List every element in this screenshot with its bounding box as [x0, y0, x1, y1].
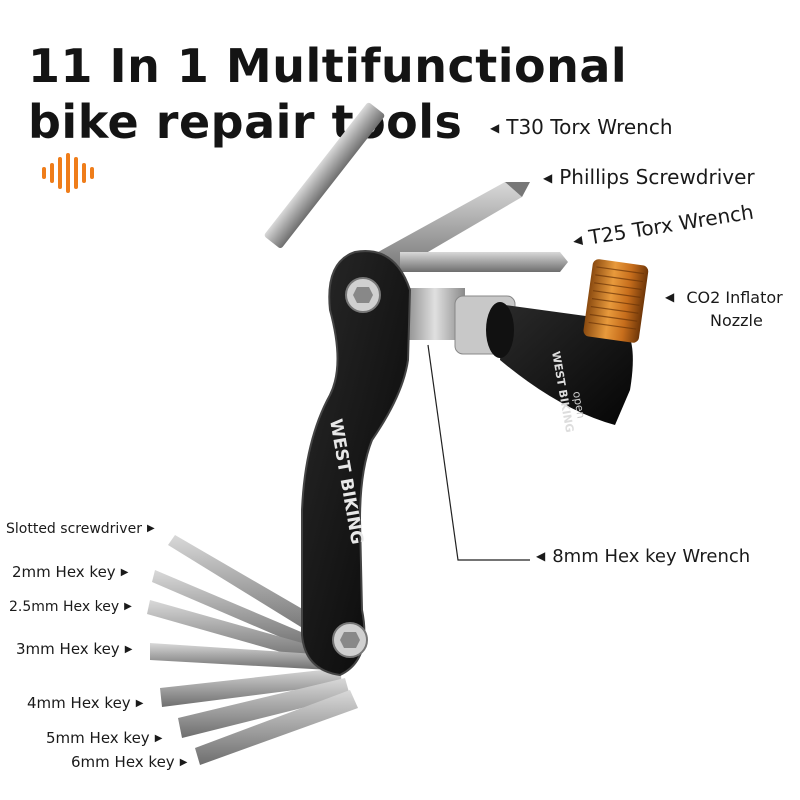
callout-hex-2mm: 2mm Hex key	[12, 563, 128, 581]
tool-body: WEST BIKING	[301, 250, 412, 677]
co2-inflator-nozzle: WEST BIKING open	[486, 259, 649, 434]
callout-slotted: Slotted screwdriver	[6, 521, 155, 537]
t30-torx-bit	[264, 102, 385, 248]
callout-co2-line2: Nozzle	[710, 311, 763, 330]
callout-hex-5mm: 5mm Hex key	[46, 729, 162, 747]
callout-hex-8mm: 8mm Hex key Wrench	[536, 546, 750, 567]
callout-hex-6mm: 6mm Hex key	[71, 753, 187, 771]
callout-co2: CO2 Inflator	[665, 288, 782, 307]
callout-hex-2-5mm: 2.5mm Hex key	[9, 599, 132, 615]
callout-hex-4mm: 4mm Hex key	[27, 694, 143, 712]
callout-hex-3mm: 3mm Hex key	[16, 640, 132, 658]
hex-key-fan	[147, 535, 358, 765]
t25-torx-bit	[400, 252, 568, 272]
nozzle-open-text: open	[570, 390, 588, 419]
headline-line-2: bike repair tools	[28, 95, 463, 149]
callout-t30: T30 Torx Wrench	[490, 115, 672, 139]
hex-8mm-leader-line	[427, 344, 530, 561]
sound-wave-icon	[42, 153, 94, 193]
headline-line-1: 11 In 1 Multifunctional	[28, 39, 628, 93]
callout-phillips: Phillips Screwdriver	[543, 165, 754, 189]
headline: 11 In 1 Multifunctional bike repair tool…	[28, 38, 627, 150]
